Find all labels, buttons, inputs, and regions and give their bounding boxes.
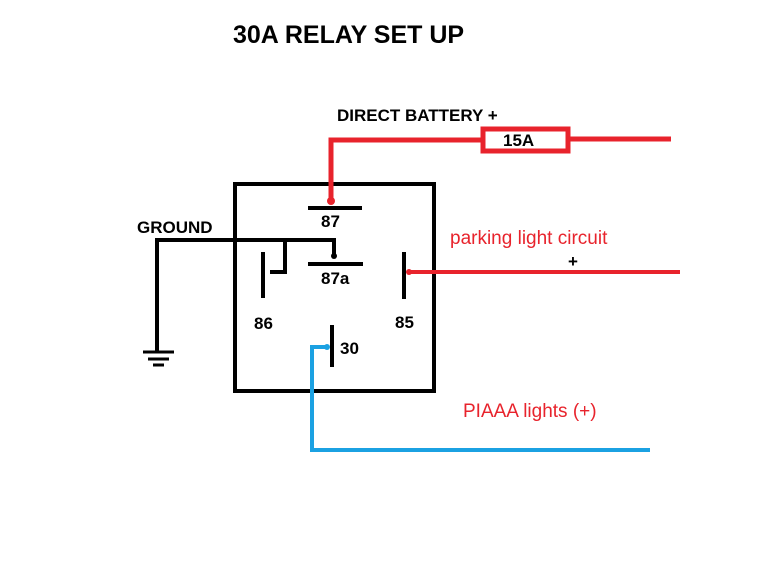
ground-label: GROUND — [137, 218, 213, 237]
battery-wire — [328, 137, 483, 201]
fuse-label: 15A — [503, 131, 534, 150]
battery-wire-terminal — [327, 197, 335, 205]
pin-87-label: 87 — [321, 212, 340, 231]
parking-light-wire-terminal — [406, 269, 412, 275]
piaaa-lights-wire — [310, 345, 650, 452]
pin-85-label: 85 — [395, 313, 414, 332]
pin-87a-label: 87a — [321, 269, 350, 288]
pin-86-label: 86 — [254, 314, 273, 333]
piaaa-lights-label: PIAAA lights (+) — [463, 401, 597, 422]
parking-light-circuit-label: parking light circuit — [450, 228, 608, 249]
relay-body — [233, 182, 436, 393]
ground-symbol-icon — [143, 350, 174, 367]
diagram-title: 30A RELAY SET UP — [233, 21, 464, 49]
fuse-icon — [480, 126, 571, 154]
ground-wire-junction — [331, 253, 337, 259]
piaaa-lights-wire-terminal — [324, 344, 330, 350]
direct-battery-label: DIRECT BATTERY + — [337, 106, 498, 125]
pin-30-label: 30 — [340, 339, 359, 358]
ground-wire — [155, 238, 336, 352]
parking-light-plus-label: + — [568, 252, 578, 271]
